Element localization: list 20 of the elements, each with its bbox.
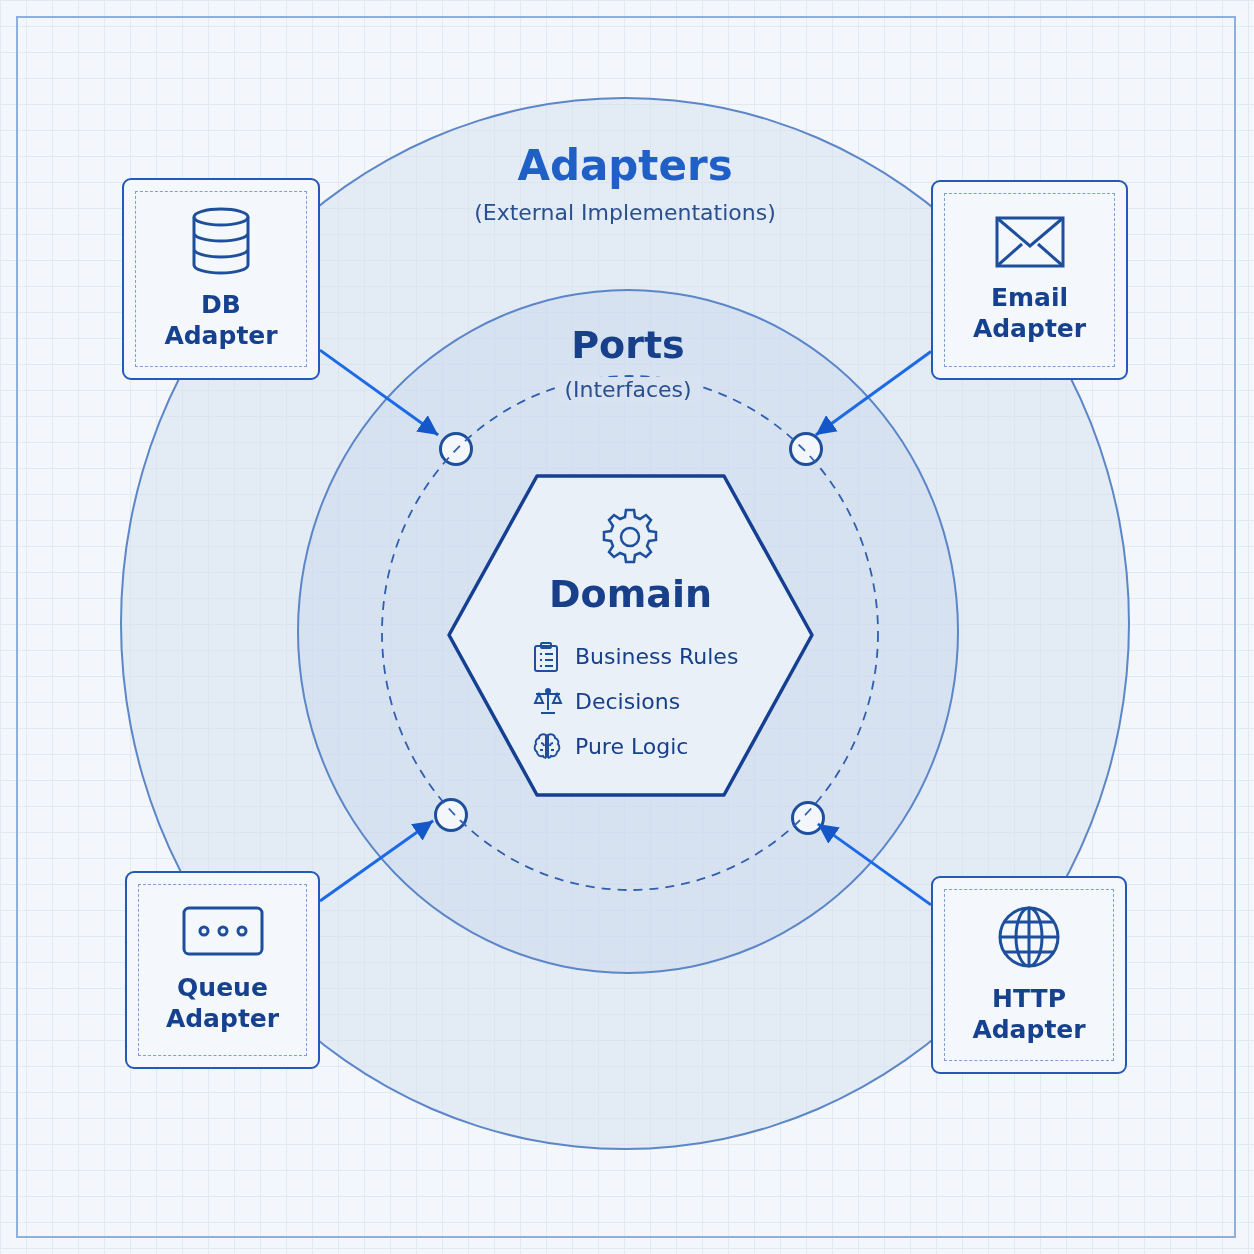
layer-title: Adapters (517, 141, 733, 190)
layer-title: Ports (571, 323, 685, 367)
arrow (816, 822, 932, 907)
list-item: Pure Logic (575, 734, 689, 759)
layer-subtitle: (Interfaces) (556, 377, 700, 402)
adapter-label: Queue Adapter (164, 971, 281, 1035)
port-circle (434, 798, 468, 832)
arrow (319, 348, 440, 437)
adapter-label: DB Adapter (163, 288, 279, 352)
layer-subtitle: (External Implementations) (473, 200, 777, 225)
list-item: Decisions (575, 689, 681, 714)
domain-title: Domain (549, 572, 712, 616)
list-item: Business Rules (575, 644, 739, 669)
port-circle (789, 432, 823, 466)
port-circle (439, 432, 473, 466)
arrow (319, 819, 434, 903)
port-circle (791, 801, 825, 835)
arrow (814, 350, 932, 437)
adapter-label: HTTP Adapter (971, 982, 1087, 1046)
adapter-label: Email Adapter (971, 281, 1088, 345)
